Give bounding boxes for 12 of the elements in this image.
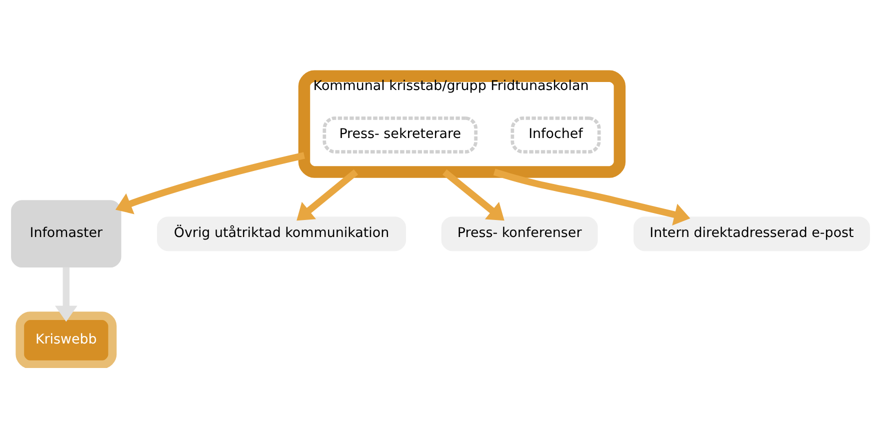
arrow — [54, 267, 78, 322]
node-box: Infomaster — [11, 200, 122, 268]
node-box: Press- konferenser — [441, 216, 598, 252]
node-box: Kriswebb — [16, 312, 117, 368]
arrow — [115, 152, 305, 214]
node-box: Övrig utåtriktad kommunikation — [157, 216, 406, 252]
arrow — [442, 169, 504, 221]
node-box: Intern direktadresserad e-post — [634, 216, 870, 252]
arrow — [493, 168, 690, 226]
node-box: Press- sekreterare — [322, 116, 478, 154]
node-box: Infochef — [510, 116, 601, 154]
arrow — [296, 169, 358, 221]
